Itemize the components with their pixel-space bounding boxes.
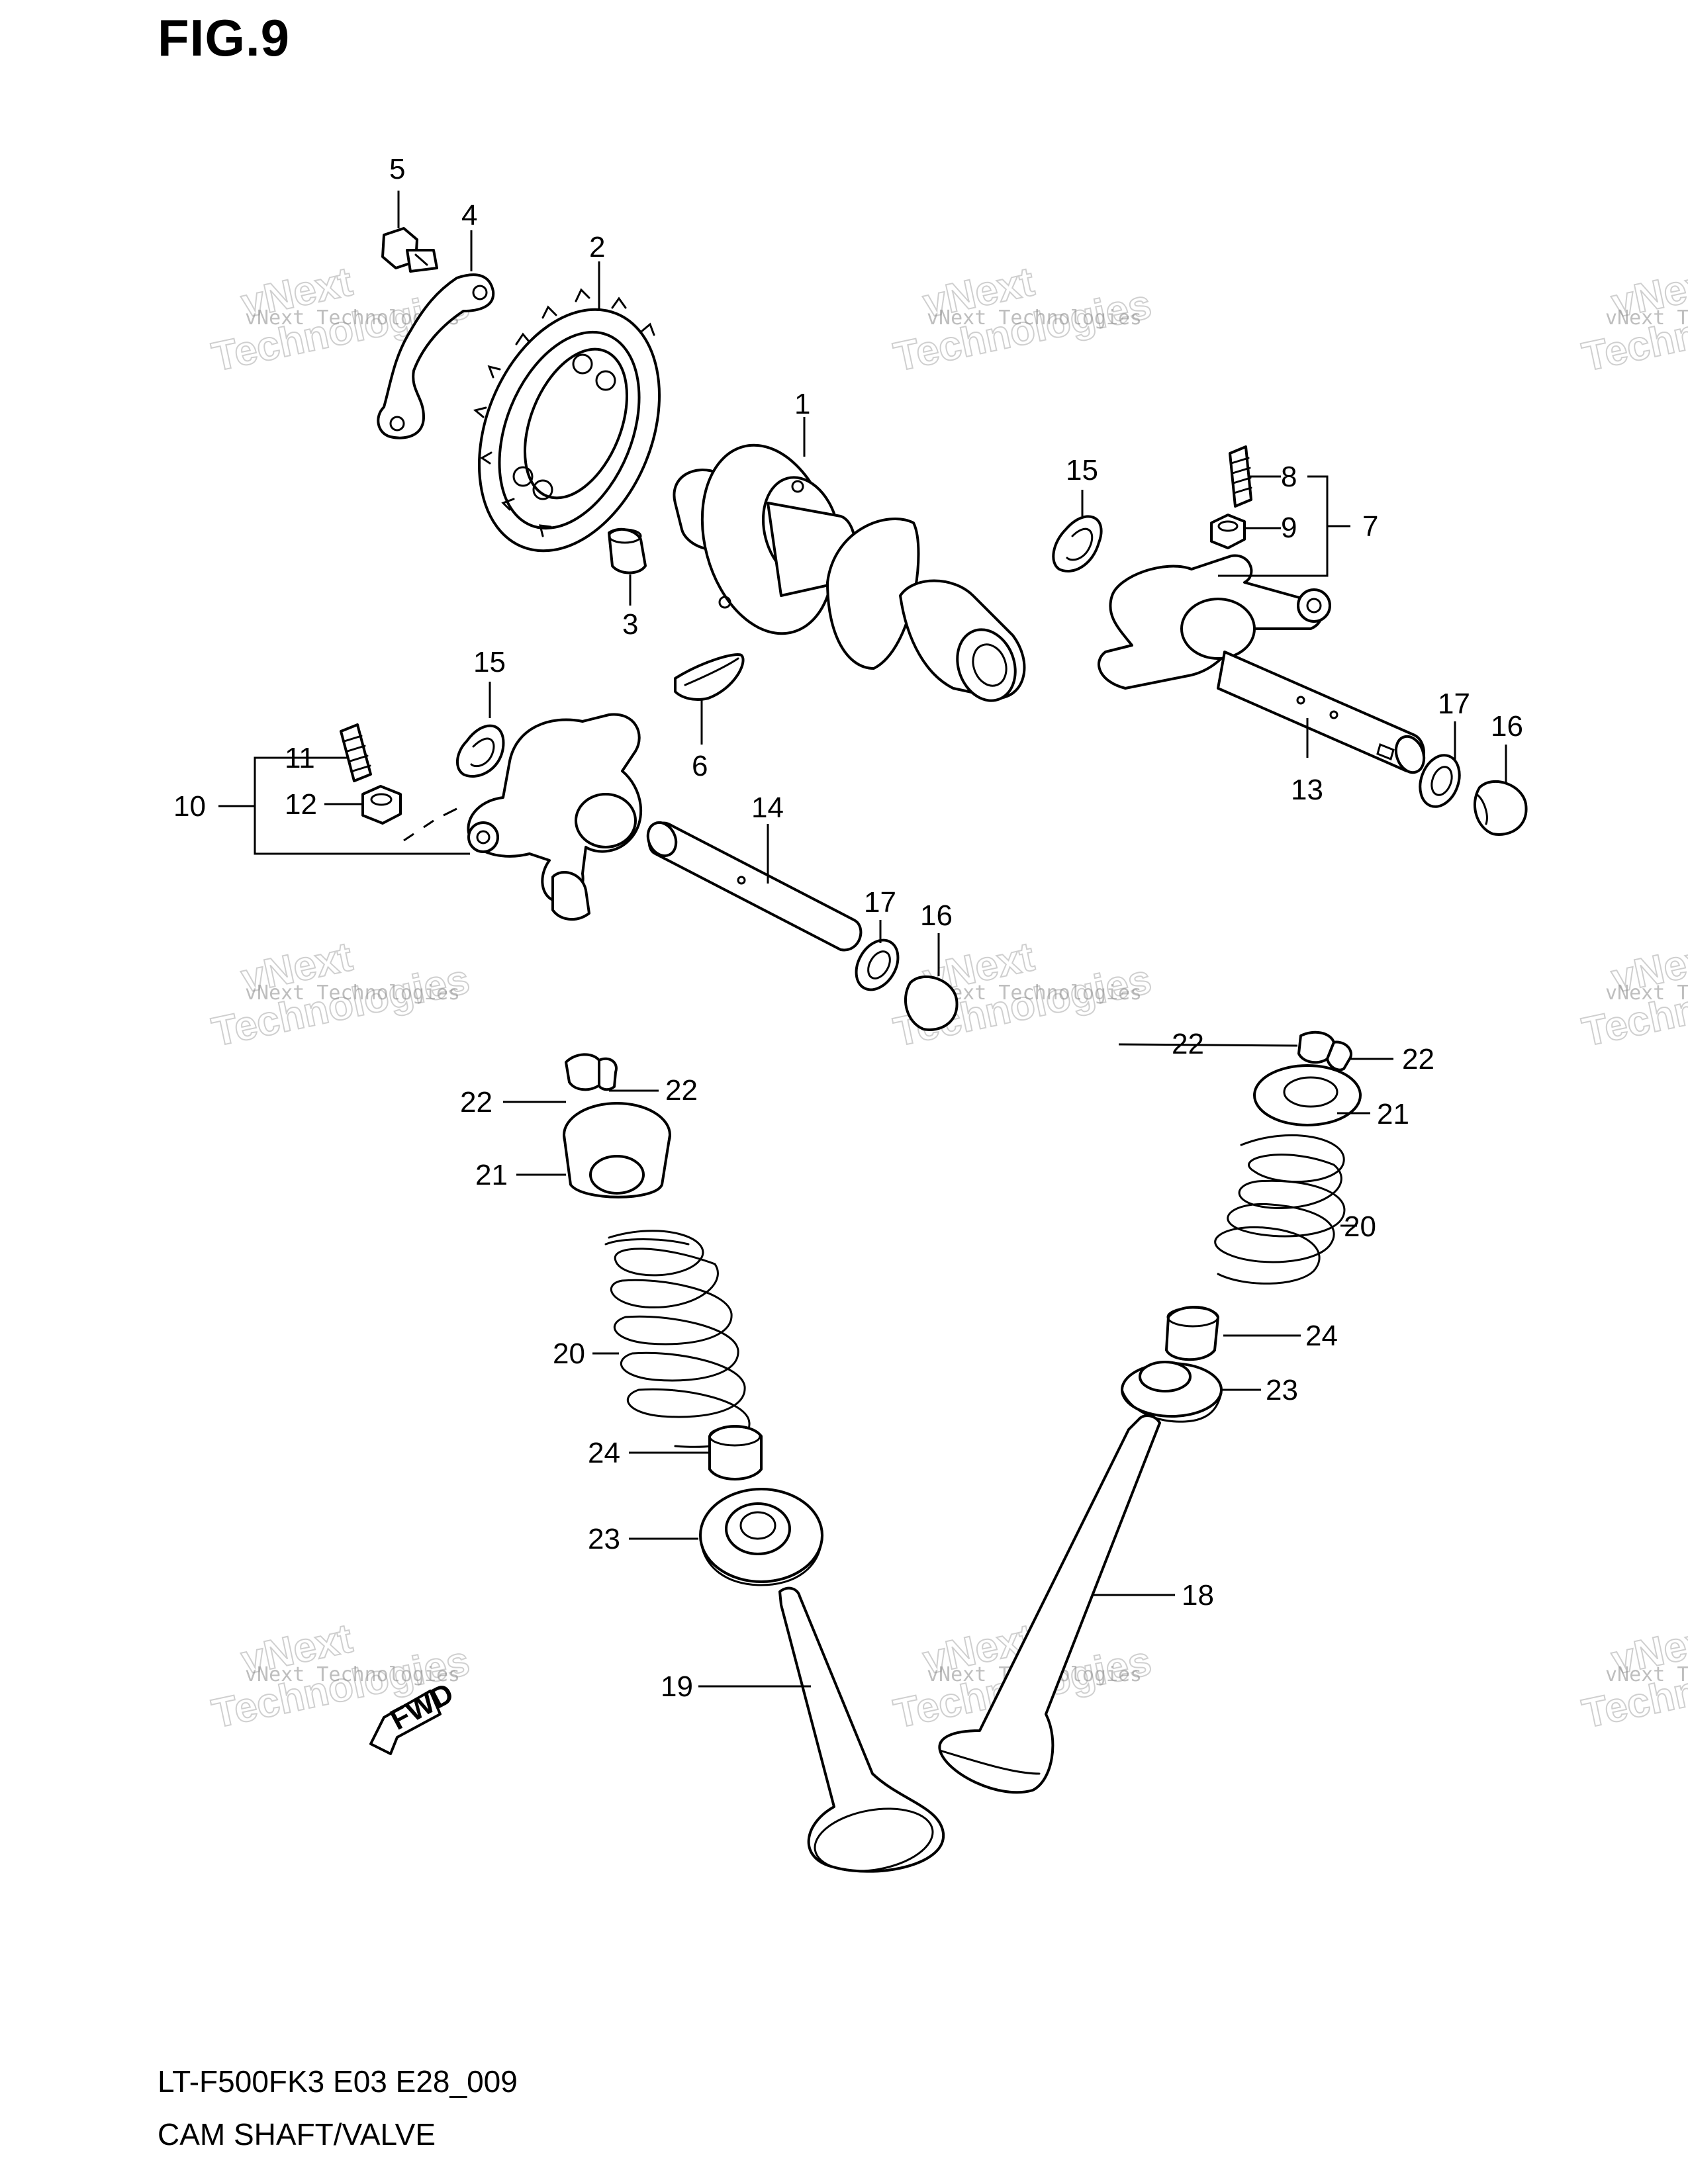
callout-12: 12 bbox=[285, 788, 317, 821]
part-13-rocker-shaft bbox=[1217, 651, 1426, 774]
callout-15-left: 15 bbox=[473, 646, 506, 678]
part-17-washer-left bbox=[855, 938, 900, 991]
callout-23-left: 23 bbox=[588, 1523, 620, 1555]
leader-lines bbox=[218, 191, 1507, 1688]
callout-22-left-a: 22 bbox=[460, 1086, 492, 1118]
part-24-stem-seal-left bbox=[708, 1425, 763, 1480]
part-15-o-ring-right bbox=[1052, 515, 1103, 573]
part-16-plug-right bbox=[1473, 780, 1528, 836]
callout-19: 19 bbox=[661, 1670, 693, 1703]
model-code: LT-F500FK3 E03 E28_009 bbox=[158, 2064, 518, 2099]
callout-24-left: 24 bbox=[588, 1437, 620, 1469]
part-17-washer-right bbox=[1419, 754, 1461, 808]
watermark-caption: vNext Technologies bbox=[245, 1663, 460, 1686]
part-21-retainer-right bbox=[1253, 1064, 1362, 1126]
callout-9: 9 bbox=[1281, 512, 1297, 544]
part-20-spring-right bbox=[1214, 1134, 1346, 1285]
callout-13: 13 bbox=[1291, 774, 1323, 806]
callout-17-right: 17 bbox=[1438, 688, 1470, 720]
callout-24-right: 24 bbox=[1305, 1320, 1338, 1352]
watermark-caption: vNext Technologies bbox=[245, 981, 460, 1005]
part-11-adjust-screw bbox=[340, 723, 372, 782]
part-19-intake-valve bbox=[778, 1586, 945, 1873]
callout-11: 11 bbox=[285, 742, 315, 774]
part-15-o-ring-left bbox=[455, 724, 505, 778]
part-14-rocker-shaft bbox=[646, 821, 863, 952]
callout-22-right-b: 22 bbox=[1402, 1043, 1434, 1075]
part-23-spring-seat-right bbox=[1121, 1361, 1223, 1423]
callout-21-left: 21 bbox=[475, 1159, 508, 1191]
watermark-caption: vNext Technologies bbox=[1605, 981, 1688, 1005]
part-20-spring-left bbox=[604, 1230, 751, 1448]
callout-17-left: 17 bbox=[864, 886, 896, 919]
callout-10: 10 bbox=[173, 790, 206, 823]
callouts: 1 2 3 4 5 6 7 8 9 10 11 12 13 14 15 15 1… bbox=[173, 153, 1523, 1703]
watermark-caption: vNext Technologies bbox=[1605, 1663, 1688, 1686]
part-22-cotters-right bbox=[1297, 1030, 1352, 1071]
callout-3: 3 bbox=[622, 608, 638, 641]
callout-16-right: 16 bbox=[1491, 710, 1523, 743]
callout-22-right-a: 22 bbox=[1172, 1028, 1204, 1060]
callout-5: 5 bbox=[389, 153, 405, 185]
part-9-lock-nut bbox=[1210, 514, 1246, 549]
part-12-lock-nut bbox=[361, 785, 402, 825]
callout-7: 7 bbox=[1362, 510, 1378, 543]
part-4-lock-plate bbox=[377, 273, 495, 439]
callout-22-left-b: 22 bbox=[665, 1074, 698, 1107]
callout-14: 14 bbox=[751, 792, 784, 824]
part-3-dowel-pin bbox=[608, 527, 647, 574]
part-16-plug-left bbox=[904, 976, 959, 1031]
callout-18: 18 bbox=[1182, 1579, 1214, 1612]
part-6-cam-end-cap bbox=[674, 653, 745, 701]
part-2-cam-sprocket bbox=[473, 288, 661, 553]
part-10-intake-rocker-arm bbox=[403, 713, 643, 921]
watermark-caption: vNext Technologies bbox=[1605, 306, 1688, 330]
callout-23-right: 23 bbox=[1266, 1374, 1298, 1406]
part-22-cotters-left bbox=[565, 1053, 618, 1091]
part-7-exhaust-rocker-arm bbox=[1098, 554, 1331, 690]
part-21-retainer-left bbox=[563, 1102, 671, 1199]
part-23-spring-seat-left bbox=[699, 1488, 823, 1586]
part-8-adjust-screw bbox=[1229, 445, 1252, 508]
part-5-bolt bbox=[381, 227, 438, 273]
watermark-caption: vNext Technologies bbox=[927, 981, 1142, 1005]
part-18-exhaust-valve bbox=[938, 1414, 1161, 1794]
callout-15-right: 15 bbox=[1066, 454, 1098, 486]
callout-2: 2 bbox=[589, 231, 605, 263]
callout-20-left: 20 bbox=[553, 1338, 585, 1370]
callout-16-left: 16 bbox=[920, 899, 953, 932]
callout-4: 4 bbox=[461, 199, 477, 232]
watermark-caption: vNext Technologies bbox=[927, 306, 1142, 330]
figure-title: FIG.9 bbox=[158, 9, 291, 67]
section-name: CAM SHAFT/VALVE bbox=[158, 2117, 436, 2152]
part-24-stem-seal-right bbox=[1165, 1306, 1219, 1361]
callout-6: 6 bbox=[692, 750, 708, 782]
callout-1: 1 bbox=[794, 388, 810, 420]
part-1-camshaft bbox=[673, 443, 1026, 702]
callout-8: 8 bbox=[1281, 461, 1297, 493]
callout-20-right: 20 bbox=[1344, 1210, 1376, 1243]
callout-21-right: 21 bbox=[1377, 1098, 1409, 1130]
